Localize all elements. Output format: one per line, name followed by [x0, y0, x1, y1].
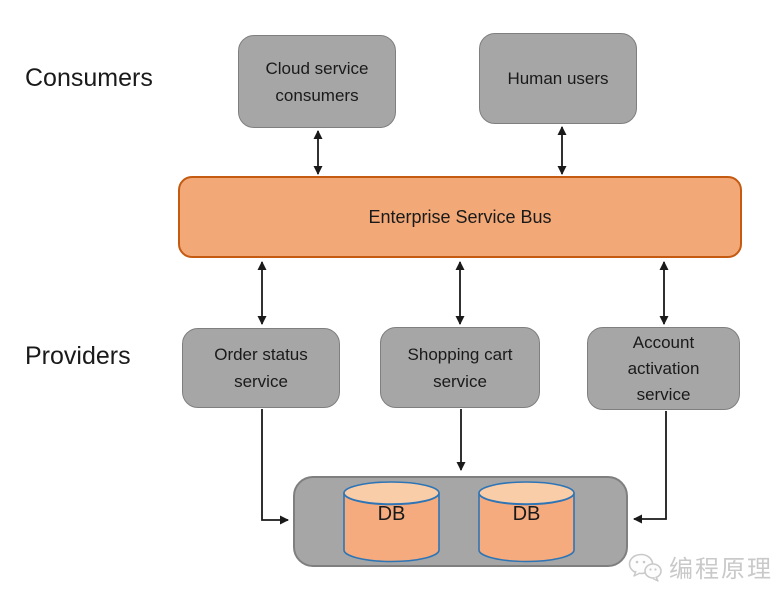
database-cylinder-2: DB: [478, 481, 575, 563]
database-cylinder-icon: [343, 481, 440, 563]
database-cylinder-1: DB: [343, 481, 440, 563]
node-label: Cloud service consumers: [265, 58, 369, 105]
node-enterprise-service-bus: Enterprise Service Bus: [178, 176, 742, 258]
node-label: Human users: [507, 69, 609, 88]
arrow-account-to-db: [633, 411, 667, 524]
providers-section-label: Providers: [25, 342, 131, 370]
watermark-text: 编程原理: [669, 556, 773, 583]
node-label: Order status service: [214, 345, 308, 391]
node-label: Account activation service: [627, 332, 700, 404]
database-label: DB: [512, 503, 541, 525]
consumers-section-label: Consumers: [25, 64, 153, 92]
wechat-icon: [628, 553, 662, 582]
node-account-activation-service: Account activation service: [587, 327, 740, 410]
database-label: DB: [377, 503, 406, 525]
node-order-status-service: Order status service: [182, 328, 340, 408]
node-human-users: Human users: [479, 33, 637, 124]
node-cloud-service-consumers: Cloud service consumers: [238, 35, 396, 128]
node-label: Enterprise Service Bus: [368, 206, 552, 227]
watermark: 编程原理: [628, 549, 773, 584]
node-label: Shopping cart service: [407, 344, 513, 391]
database-cylinder-icon: [478, 481, 575, 563]
node-shopping-cart-service: Shopping cart service: [380, 327, 540, 408]
arrow-order-to-db: [261, 409, 289, 525]
